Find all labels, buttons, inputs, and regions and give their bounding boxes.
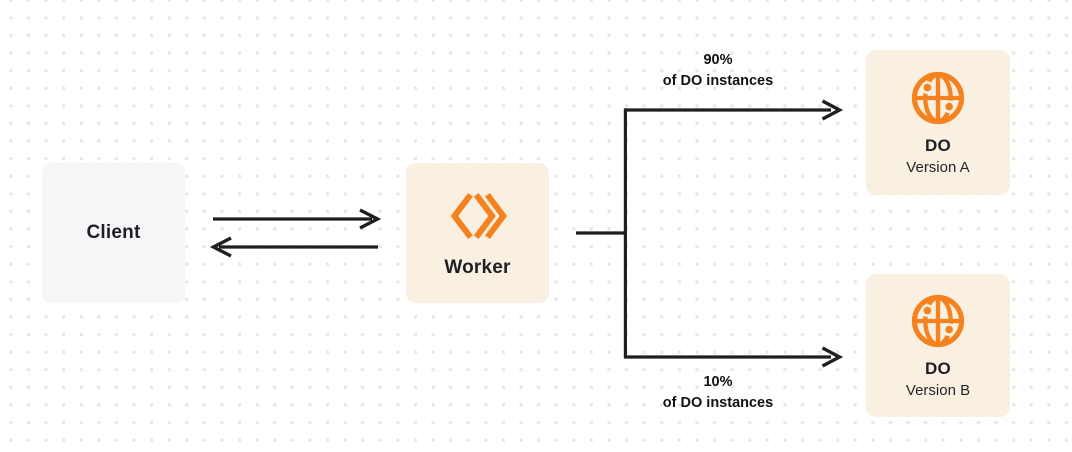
arrow-worker-to-client bbox=[209, 236, 378, 258]
client-node: Client bbox=[42, 163, 185, 303]
cloudflare-workers-icon bbox=[447, 188, 509, 244]
globe-icon bbox=[909, 292, 967, 350]
arrow-to-do-version-a bbox=[624, 99, 844, 121]
branch-bottom-caption: of DO instances bbox=[662, 395, 774, 411]
arrow-to-do-version-b bbox=[624, 346, 844, 368]
worker-node: Worker bbox=[406, 163, 549, 303]
do-version-a-subtitle: Version A bbox=[906, 159, 970, 176]
do-version-a-title: DO bbox=[925, 136, 951, 155]
client-label: Client bbox=[86, 222, 141, 243]
do-version-b-subtitle: Version B bbox=[905, 382, 971, 399]
branch-top-percent: 90% bbox=[703, 52, 733, 68]
do-version-b-title: DO bbox=[925, 359, 951, 378]
worker-label: Worker bbox=[444, 256, 511, 278]
branch-bottom-percent: 10% bbox=[703, 374, 733, 390]
branch-bottom-label: 10% of DO instances bbox=[598, 372, 838, 414]
branch-connector bbox=[576, 108, 627, 359]
branch-top-caption: of DO instances bbox=[662, 73, 774, 89]
branch-top-label: 90% of DO instances bbox=[598, 50, 838, 92]
do-version-b-node: DO Version B bbox=[866, 274, 1010, 417]
globe-icon bbox=[909, 69, 967, 127]
arrow-client-to-worker bbox=[213, 208, 382, 230]
do-version-a-node: DO Version A bbox=[866, 50, 1010, 195]
